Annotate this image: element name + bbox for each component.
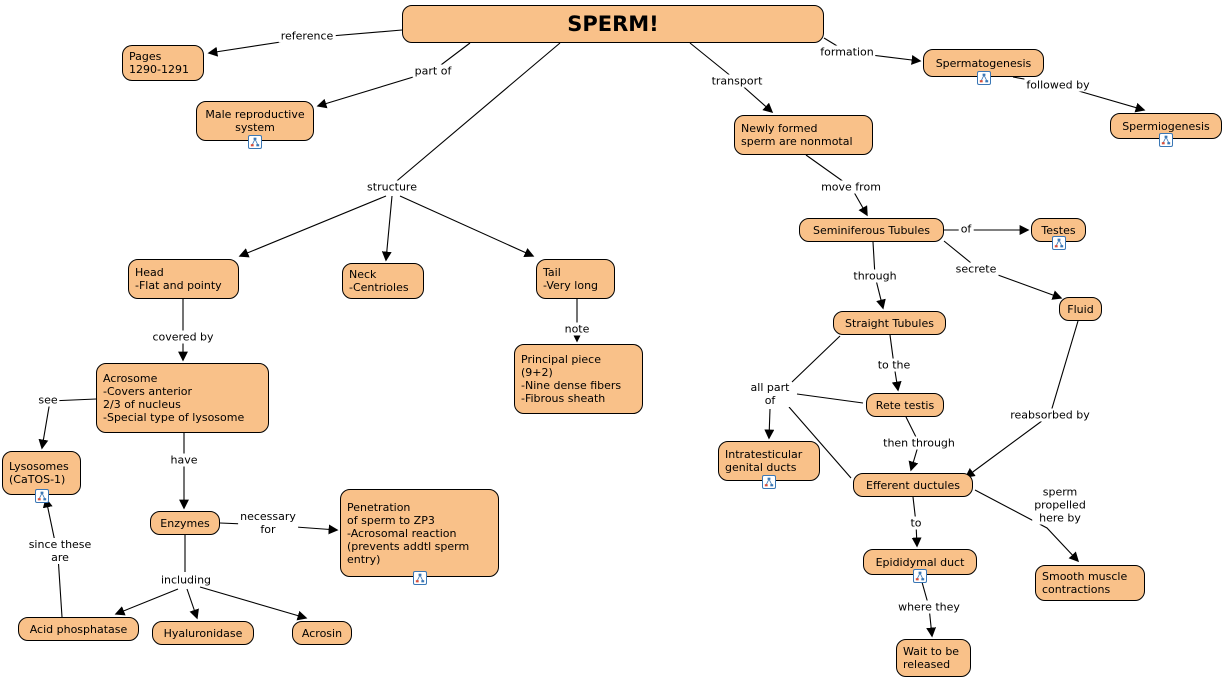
concept-node-penetration[interactable]: Penetration of sperm to ZP3 -Acrosomal r… [340,489,499,577]
mini-map-glyph [37,491,46,501]
link-phrase-have[interactable]: have [168,453,200,467]
concept-node-straight-tubules[interactable]: Straight Tubules [833,311,946,335]
mini-map-glyph [764,477,774,487]
link-phrase-see[interactable]: see [36,393,60,407]
concept-node-neck[interactable]: Neck -Centrioles [342,263,424,299]
connector-line [796,393,864,404]
concept-node-lysosomes[interactable]: Lysosomes (CaTOS-1) [2,451,81,495]
mini-map-glyph [915,571,925,581]
link-phrase-sperm-propelled-here-by[interactable]: sperm propelled here by [1032,485,1088,525]
link-phrase-move-from[interactable]: move from [819,180,883,194]
link-phrase-reference[interactable]: reference [278,29,336,43]
resource-link-icon[interactable] [412,571,427,585]
link-phrase-note[interactable]: note [562,322,592,336]
connector-line [186,588,199,620]
concept-node-male-reproductive-system[interactable]: Male reproductive system [196,101,314,141]
concept-node-sperm[interactable]: SPERM! [402,5,824,43]
concept-node-rete-testis[interactable]: Rete testis [866,393,944,417]
link-phrase-reabsorbed-by[interactable]: reabsorbed by [1008,408,1092,422]
concept-node-newly-formed-sperm[interactable]: Newly formed sperm are nonmotal [734,115,873,155]
resource-link-icon[interactable] [1051,236,1066,250]
resource-link-icon[interactable] [248,135,262,149]
concept-node-fluid[interactable]: Fluid [1059,297,1102,321]
link-phrase-part-of[interactable]: part of [412,64,454,78]
connector-line [114,588,179,616]
concept-node-acrosin[interactable]: Acrosin [292,621,352,645]
concept-node-acid-phosphatase[interactable]: Acid phosphatase [18,617,139,641]
mini-map-glyph [415,573,424,583]
link-phrase-to-the[interactable]: to the [875,358,913,372]
connector-line [381,195,393,262]
mini-map-glyph [1161,135,1171,145]
connector-line [199,586,308,621]
link-phrase-secrete[interactable]: secrete [953,262,999,276]
concept-node-hyaluronidase[interactable]: Hyaluronidase [152,621,254,645]
link-phrase-then-through[interactable]: then through [881,436,957,450]
link-phrase-structure[interactable]: structure [365,180,419,194]
link-phrase-to[interactable]: to [908,516,924,530]
resource-link-icon[interactable] [976,71,991,85]
link-phrase-followed-by[interactable]: followed by [1024,78,1092,92]
concept-node-head[interactable]: Head -Flat and pointy [128,259,239,299]
concept-node-pages[interactable]: Pages 1290-1291 [122,45,204,81]
connector-line [791,335,841,383]
mini-map-glyph [250,137,260,147]
link-phrase-where-they[interactable]: where they [896,600,962,614]
connector-line [391,42,561,186]
connector-line [238,195,387,258]
concept-node-tail[interactable]: Tail -Very long [536,259,615,299]
concept-node-seminiferous-tubules[interactable]: Seminiferous Tubules [799,218,944,242]
link-phrase-of[interactable]: of [958,222,974,236]
concept-node-principal-piece[interactable]: Principal piece (9+2) -Nine dense fibers… [514,344,643,414]
concept-node-acrosome[interactable]: Acrosome -Covers anterior 2/3 of nucleus… [96,363,269,433]
link-phrase-all-part-of[interactable]: all part of [748,381,792,407]
link-phrase-including[interactable]: including [158,573,214,587]
link-phrase-since-these-are[interactable]: since these are [26,538,94,564]
connector-line [788,406,852,479]
concept-node-wait-to-be-released[interactable]: Wait to be released [896,639,971,677]
link-phrase-transport[interactable]: transport [709,74,765,88]
mini-map-glyph [979,73,988,83]
connector-line [764,408,775,440]
resource-link-icon[interactable] [34,489,49,503]
connector-line [964,320,1079,478]
link-phrase-covered-by[interactable]: covered by [150,330,216,344]
mini-map-glyph [1054,238,1063,248]
concept-node-spermatogenesis[interactable]: Spermatogenesis [923,49,1044,77]
connector-line [974,489,1080,563]
concept-node-efferent-ductules[interactable]: Efferent ductules [853,473,973,497]
link-phrase-necessary-for[interactable]: necessary for [238,510,298,536]
resource-link-icon[interactable] [913,569,927,583]
connector-line [399,195,535,258]
link-phrase-formation[interactable]: formation [818,45,876,59]
concept-node-smooth-muscle-contractions[interactable]: Smooth muscle contractions [1035,565,1145,601]
link-phrase-through[interactable]: through [851,269,899,283]
resource-link-icon[interactable] [1159,133,1173,147]
concept-node-enzymes[interactable]: Enzymes [150,511,220,535]
resource-link-icon[interactable] [762,475,776,489]
